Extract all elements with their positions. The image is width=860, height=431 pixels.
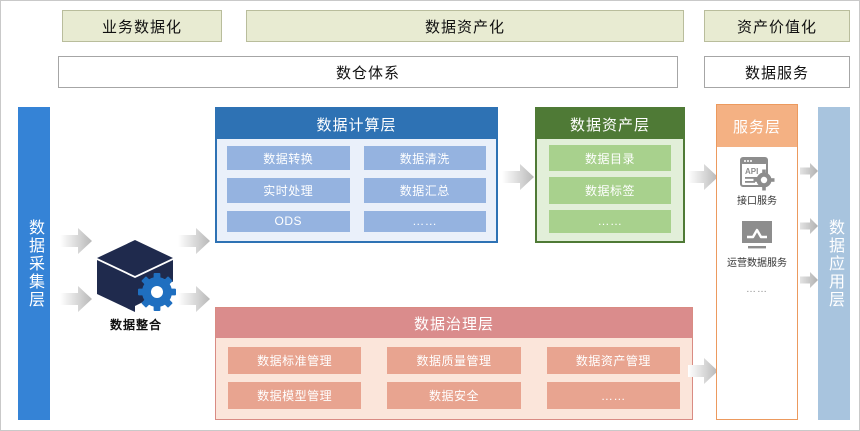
layer-asset: 数据资产层 数据目录 数据标签 …… bbox=[535, 107, 685, 243]
arrow-service-to-application-1 bbox=[800, 163, 818, 179]
asset-item[interactable]: …… bbox=[549, 209, 671, 233]
subbar-data-warehouse-system: 数仓体系 bbox=[58, 56, 678, 88]
compute-item[interactable]: …… bbox=[363, 210, 486, 232]
data-integration-node: 数据整合 bbox=[88, 238, 184, 333]
asset-item[interactable]: 数据标签 bbox=[549, 177, 671, 204]
service-more-label: …… bbox=[746, 284, 768, 295]
layer-asset-body: 数据目录 数据标签 …… bbox=[537, 139, 683, 241]
banner-data-assetization: 数据资产化 bbox=[246, 10, 684, 42]
governance-item[interactable]: 数据安全 bbox=[387, 382, 521, 409]
service-item-label: 运营数据服务 bbox=[727, 257, 787, 269]
subbar-data-service: 数据服务 bbox=[704, 56, 850, 88]
arrow-service-to-application-3 bbox=[800, 272, 818, 288]
banner-label: 数据资产化 bbox=[424, 18, 505, 36]
subbar-label: 数据服务 bbox=[744, 64, 809, 82]
pillar-label: 数据应用层 bbox=[825, 218, 843, 309]
governance-item[interactable]: …… bbox=[546, 382, 680, 409]
layer-compute-title: 数据计算层 bbox=[217, 109, 496, 139]
compute-item[interactable]: 实时处理 bbox=[227, 178, 350, 203]
arrow-service-to-application-2 bbox=[800, 218, 818, 234]
layer-service: 服务层 API bbox=[716, 104, 798, 420]
api-window-gear-icon: API bbox=[739, 155, 775, 191]
service-item-label: 接口服务 bbox=[737, 196, 777, 207]
layer-compute-body: 数据转换 数据清洗 实时处理 数据汇总 ODS …… bbox=[217, 139, 496, 241]
arrow-integration-to-compute bbox=[178, 228, 210, 254]
layer-service-title: 服务层 bbox=[717, 105, 797, 147]
arrow-collect-to-integration-top bbox=[60, 228, 92, 254]
banner-label: 资产价值化 bbox=[736, 18, 817, 36]
banner-asset-valorization: 资产价值化 bbox=[704, 10, 850, 42]
pillar-data-collection-layer: 数据采集层 bbox=[18, 107, 50, 420]
banner-business-digitization: 业务数据化 bbox=[62, 10, 222, 42]
arrow-compute-to-asset bbox=[502, 164, 534, 190]
pillar-data-application-layer: 数据应用层 bbox=[818, 107, 850, 420]
layer-governance-title: 数据治理层 bbox=[216, 308, 692, 338]
compute-item[interactable]: 数据转换 bbox=[227, 146, 350, 171]
pillar-label: 数据采集层 bbox=[25, 218, 43, 309]
governance-item[interactable]: 数据标准管理 bbox=[228, 347, 362, 374]
arrow-asset-to-service bbox=[688, 164, 718, 190]
data-integration-caption: 数据整合 bbox=[109, 318, 162, 332]
cube-gear-icon bbox=[95, 238, 177, 314]
asset-item[interactable]: 数据目录 bbox=[549, 145, 671, 172]
arrow-governance-to-service bbox=[688, 358, 718, 384]
layer-asset-title: 数据资产层 bbox=[537, 109, 683, 139]
governance-item[interactable]: 数据资产管理 bbox=[546, 347, 680, 374]
svg-text:API: API bbox=[745, 167, 758, 176]
compute-item[interactable]: ODS bbox=[227, 210, 350, 232]
monitor-chart-icon bbox=[739, 217, 775, 253]
layer-service-body: API 接口服务 bbox=[717, 147, 797, 419]
layer-governance: 数据治理层 数据标准管理 数据质量管理 数据资产管理 数据模型管理 数据安全 …… bbox=[215, 307, 693, 420]
arrow-integration-to-governance bbox=[178, 286, 210, 312]
governance-item[interactable]: 数据质量管理 bbox=[387, 347, 521, 374]
subbar-label: 数仓体系 bbox=[335, 64, 400, 82]
compute-item[interactable]: 数据汇总 bbox=[363, 178, 486, 203]
arrow-collect-to-integration-bottom bbox=[60, 286, 92, 312]
banner-label: 业务数据化 bbox=[101, 18, 182, 36]
layer-governance-body: 数据标准管理 数据质量管理 数据资产管理 数据模型管理 数据安全 …… bbox=[216, 338, 692, 419]
governance-item[interactable]: 数据模型管理 bbox=[228, 382, 362, 409]
layer-compute: 数据计算层 数据转换 数据清洗 实时处理 数据汇总 ODS …… bbox=[215, 107, 498, 243]
compute-item[interactable]: 数据清洗 bbox=[363, 146, 486, 171]
